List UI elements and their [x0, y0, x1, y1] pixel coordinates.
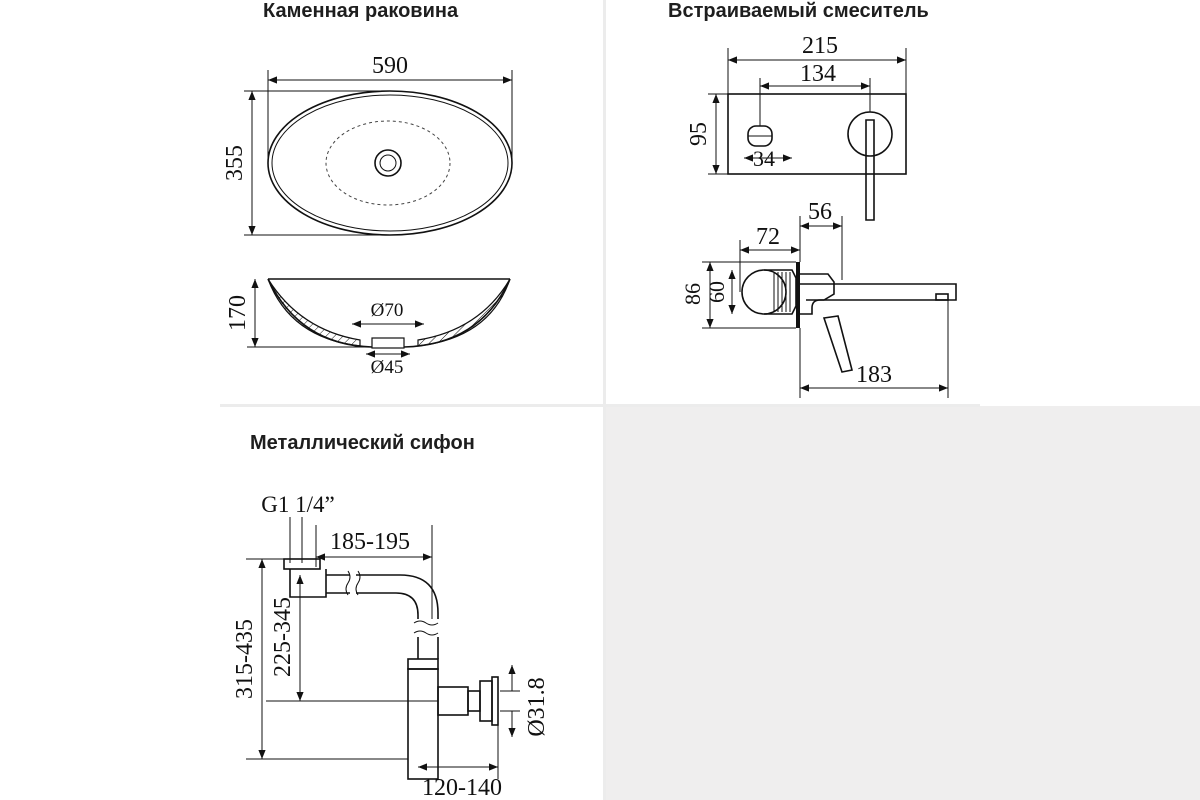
mixer-spout-side [800, 283, 957, 315]
siphon-descending-pipe [417, 637, 439, 659]
siphon-title: Металлический сифон [250, 432, 475, 454]
horizontal-reach-label: 185-195 [330, 529, 410, 555]
spout-length-label: 183 [856, 362, 892, 388]
sink-section-right-wall [417, 278, 511, 347]
sink-side-section [267, 278, 511, 349]
mixer-handle-rosette-icon [847, 111, 893, 157]
sink-width-label: 590 [372, 53, 408, 79]
wall-flange [796, 262, 800, 328]
empty-gray-panel [606, 406, 1200, 800]
plate-width-label: 215 [802, 33, 838, 59]
spout-aerator [935, 293, 949, 301]
sink-outer-rim [267, 90, 513, 236]
siphon-inlet-flange [283, 558, 321, 570]
body-height-label: 86 [680, 283, 705, 305]
sink-drawing: 590 355 Ø70 Ø45 170 [222, 53, 513, 378]
outlet-diameter-label: Ø31.8 [524, 677, 550, 736]
outlet-height-label: 225-345 [270, 597, 296, 677]
siphon-bottle [407, 668, 439, 780]
siphon-drawing: G1 1/4” 185-195 315-435 225-345 Ø31.8 12… [232, 492, 550, 800]
siphon-wall-flange [479, 680, 493, 722]
mixer-drawing: 215 134 95 34 56 72 86 60 1 [680, 33, 957, 398]
siphon-outlet-pipe [437, 686, 469, 716]
siphon-inlet-elbow [289, 569, 327, 598]
siphon-body [283, 558, 499, 780]
sink-bowl-outline [325, 120, 451, 206]
vertical-divider [603, 0, 606, 800]
break-mark-icon [413, 620, 439, 636]
body-diameter-label: 60 [704, 281, 729, 303]
siphon-wall-plate [491, 676, 499, 726]
drain-bottom-label: Ø45 [371, 357, 404, 378]
drain-top-label: Ø70 [371, 300, 404, 321]
sink-depth-label: 355 [222, 145, 248, 181]
mixer-title: Встраиваемый смеситель [668, 0, 929, 22]
mixer-valve-body-icon [741, 269, 787, 315]
plate-height-label: 95 [686, 122, 712, 146]
mixer-lever-base [800, 273, 835, 301]
drain-outer-icon [374, 149, 402, 177]
siphon-outlet-collar [467, 690, 481, 712]
sink-top-view [267, 90, 513, 236]
siphon-nut [407, 658, 439, 670]
sink-section-left-wall [267, 278, 361, 347]
diverter-label: 34 [753, 146, 775, 171]
mixer-cover-plate [727, 93, 907, 175]
mixer-lever-side [822, 315, 853, 373]
mixer-lever-front [865, 119, 875, 221]
mixer-side-view [741, 262, 957, 373]
siphon-horizontal-pipe [326, 574, 350, 594]
siphon-bend [356, 574, 439, 619]
axis-distance-label: 134 [800, 61, 836, 87]
thread-label: G1 1/4” [261, 492, 334, 517]
depth-outer-label: 56 [808, 199, 832, 225]
outlet-reach-label: 120-140 [422, 775, 502, 800]
break-mark-icon [345, 570, 361, 596]
sink-height-label: 170 [225, 295, 251, 331]
sink-title: Каменная раковина [263, 0, 459, 22]
sink-drain-section [371, 337, 405, 349]
sink-inner-rim [271, 94, 509, 232]
drain-inner-icon [379, 154, 397, 172]
depth-inner-label: 72 [756, 224, 780, 250]
horizontal-divider [220, 404, 980, 407]
total-height-label: 315-435 [232, 619, 258, 699]
